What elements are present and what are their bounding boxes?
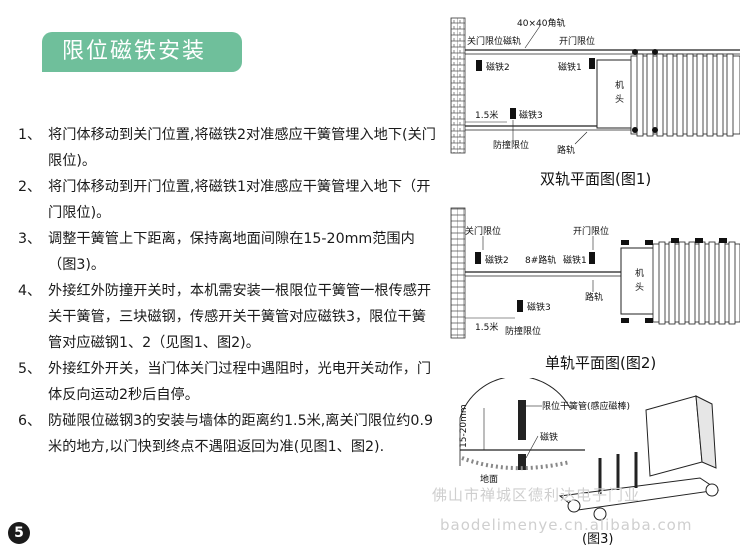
figure-2-single-rail: 关门限位 开门限位 磁铁2 8#路轨 磁铁1 路轨 磁铁3 1.5米 防撞限位 … (445, 200, 740, 345)
step-text: 外接红外防撞开关时，本机需安装一根限位干簧管一根传感开关干簧管，三块磁钢，传感开… (48, 283, 432, 351)
magnet-label: 磁铁 (540, 431, 558, 443)
door-body (621, 238, 740, 325)
machine-head-char-2: 头 (635, 282, 644, 293)
step-number: 6、 (18, 413, 42, 429)
reed-tube-label: 限位干簧管(感应磁棒) (542, 400, 630, 412)
distance-label: 1.5米 (475, 109, 498, 121)
magnet-3 (510, 108, 516, 119)
open-limit-label: 开门限位 (573, 225, 609, 237)
distance-label: 1.5米 (475, 321, 498, 333)
magnet-3 (517, 300, 523, 312)
figure-2-drawing: 关门限位 开门限位 磁铁2 8#路轨 磁铁1 路轨 磁铁3 1.5米 防撞限位 … (450, 207, 740, 339)
leader-angle-rail (524, 25, 541, 49)
list-item: 5、外接红外开关，当门体关门过程中遇阻时，光电开关动作，门体反向运动2秒后自停。 (18, 356, 436, 408)
step-text: 调整干簧管上下距离，保持离地面间隙在15-20mm范围内（图3)。 (48, 231, 415, 273)
wall (450, 207, 466, 339)
magnet-2-label: 磁铁2 (485, 254, 509, 266)
list-item: 6、防碰限位磁钢3的安装与墙体的距离约1.5米,离关门限位约0.9米的地方,以门… (18, 408, 436, 460)
instruction-list: 1、将门体移动到关门位置,将磁铁2对准感应干簧管埋入地下(关门限位)。 2、将门… (18, 122, 436, 460)
bump-limit-label: 防撞限位 (505, 325, 541, 337)
step-text: 将门体移动到关门位置,将磁铁2对准感应干簧管埋入地下(关门限位)。 (48, 127, 436, 169)
magnet-3-label: 磁铁3 (527, 301, 551, 313)
door-body (630, 49, 740, 137)
close-limit-label: 关门限位 (465, 225, 501, 237)
step-text: 将门体移动到开门位置,将磁铁1对准感应干簧管埋入地下（开门限位)。 (48, 179, 431, 221)
leader-magnet (525, 435, 539, 459)
leader-road-rail (574, 131, 588, 145)
road-8-label: 8#路轨 (525, 254, 556, 266)
machine-head (620, 247, 658, 315)
magnet-2 (476, 60, 482, 71)
figure-3-detail: 15-20mm 限位干簧管(感应磁棒) 磁铁 地面 (450, 378, 735, 538)
figure-3-drawing: 15-20mm 限位干簧管(感应磁棒) 磁铁 地面 (459, 378, 720, 521)
step-number: 3、 (18, 231, 42, 247)
close-limit-rail-label: 关门限位磁轨 (467, 35, 521, 47)
machine-head-char-1: 机 (615, 79, 624, 91)
magnet-3-label: 磁铁3 (519, 109, 543, 121)
road-rail-label: 路轨 (557, 144, 575, 156)
reed-tube (518, 400, 526, 440)
magnet-1 (589, 58, 595, 69)
wall (450, 17, 466, 154)
step-text: 外接红外开关，当门体关门过程中遇阻时，光电开关动作，门体反向运动2秒后自停。 (48, 361, 432, 403)
figure-1-caption: 双轨平面图(图1) (540, 170, 652, 188)
gate-operator (558, 395, 720, 521)
list-item: 1、将门体移动到关门位置,将磁铁2对准感应干簧管埋入地下(关门限位)。 (18, 122, 436, 174)
step-number: 4、 (18, 283, 42, 299)
magnet-2 (475, 252, 481, 264)
angle-rail-label: 40×40角轨 (517, 17, 565, 29)
gap-label: 15-20mm (459, 404, 469, 448)
machine-head-char-2: 头 (615, 94, 624, 105)
step-number: 1、 (18, 127, 42, 143)
machine-head-char-1: 机 (635, 267, 644, 279)
bump-limit-label: 防撞限位 (493, 139, 529, 151)
magnet-1-label: 磁铁1 (558, 61, 582, 73)
step-number: 2、 (18, 179, 42, 195)
figure-3-caption: (图3) (582, 532, 614, 547)
magnet (518, 454, 526, 470)
figure-1-double-rail: 40×40角轨 关门限位磁轨 开门限位 磁铁2 磁铁1 磁铁3 1.5米 防撞限… (445, 8, 740, 158)
magnet-2-label: 磁铁2 (486, 61, 510, 73)
step-number: 5、 (18, 361, 42, 377)
section-title: 限位磁铁安装 (42, 32, 242, 72)
list-item: 4、外接红外防撞开关时，本机需安装一根限位干簧管一根传感开关干簧管，三块磁钢，传… (18, 278, 436, 356)
road-rail-label: 路轨 (585, 291, 603, 303)
figure-1-drawing: 40×40角轨 关门限位磁轨 开门限位 磁铁2 磁铁1 磁铁3 1.5米 防撞限… (450, 17, 740, 156)
list-item: 2、将门体移动到开门位置,将磁铁1对准感应干簧管埋入地下（开门限位)。 (18, 174, 436, 226)
ground-label: 地面 (480, 473, 498, 485)
ground-soil (461, 456, 571, 471)
watermark-url: baodelimenye.cn.alibaba.com (440, 516, 693, 534)
detail-circle-arc (459, 378, 571, 419)
figure-2-caption: 单轨平面图(图2) (545, 354, 657, 372)
watermark-company: 佛山市禅城区德利达电子门业 (432, 486, 641, 504)
list-item: 3、调整干簧管上下距离，保持离地面间隙在15-20mm范围内（图3)。 (18, 226, 436, 278)
step-text: 防碰限位磁钢3的安装与墙体的距离约1.5米,离关门限位约0.9米的地方,以门快到… (48, 413, 433, 455)
magnet-1 (589, 252, 595, 264)
magnet-1-label: 磁铁1 (563, 254, 587, 266)
page-number: 5 (8, 522, 30, 544)
machine-head (596, 59, 638, 129)
open-limit-label: 开门限位 (559, 35, 595, 47)
